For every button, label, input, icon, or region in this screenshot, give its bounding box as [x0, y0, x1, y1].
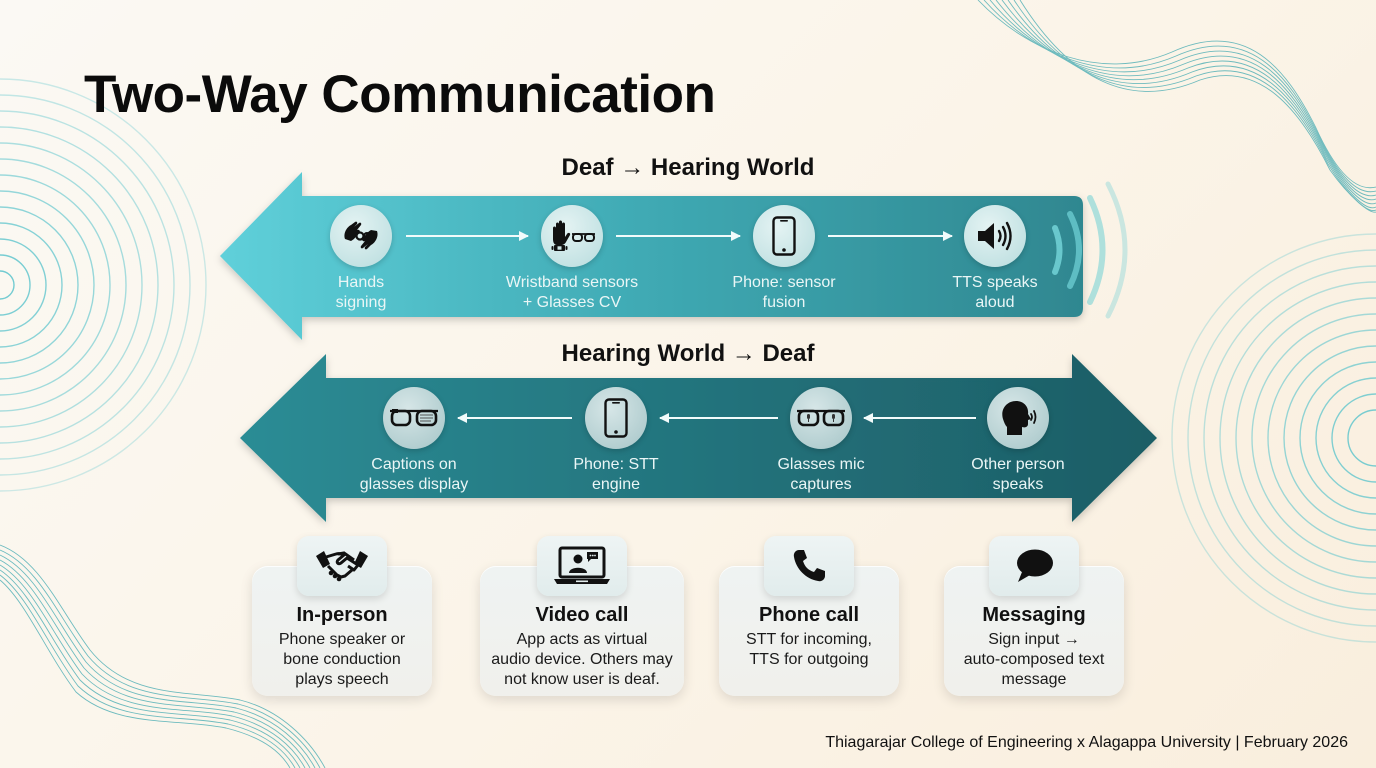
scenario-card-phone-call: Phone call STT for incoming, TTS for out… — [719, 536, 899, 696]
scenario-description: STT for incoming, TTS for outgoing — [746, 631, 872, 668]
caption-glasses-icon — [383, 387, 445, 449]
deaf-to-hearing-heading: Deaf → Hearing World — [561, 154, 815, 181]
scenario-card-video-call: Video call App acts as virtual audio dev… — [480, 536, 684, 696]
page-title: Two-Way Communication — [84, 65, 716, 124]
concentric-rings-left — [0, 78, 207, 492]
smartphone-icon — [585, 387, 647, 449]
scenario-card-messaging: Messaging Sign input → auto-composed tex… — [944, 536, 1124, 696]
handshake-icon — [297, 536, 387, 596]
speaking-head-icon — [987, 387, 1049, 449]
step-wristband-glasses: Wristband sensors+ Glasses CV — [477, 205, 667, 313]
glasses-mic-icon — [790, 387, 852, 449]
scenario-title: Messaging — [982, 604, 1086, 626]
speaker-volume-icon — [964, 205, 1026, 267]
speech-bubble-icon — [989, 536, 1079, 596]
scenario-description: App acts as virtual audio device. Others… — [491, 631, 673, 688]
wave-lines-top-right — [977, 0, 1376, 213]
scenario-description: Phone speaker or bone conduction plays s… — [278, 631, 406, 688]
scenario-title: Video call — [535, 604, 629, 626]
footer-credit: Thiagarajar College of Engineering x Ala… — [825, 734, 1348, 751]
scenario-title: In-person — [296, 604, 388, 626]
concentric-rings-right — [1171, 233, 1376, 643]
wristband-and-glasses-icon — [541, 205, 603, 267]
smartphone-icon — [753, 205, 815, 267]
sign-language-hands-icon — [330, 205, 392, 267]
scenario-card-in-person: In-person Phone speaker or bone conducti… — [252, 536, 432, 696]
scenario-title: Phone call — [758, 604, 860, 626]
scenario-description: Sign input → auto-composed text message — [963, 631, 1105, 688]
laptop-video-call-icon — [537, 536, 627, 596]
hearing-to-deaf-heading: Hearing World → Deaf — [561, 340, 815, 367]
phone-handset-icon — [764, 536, 854, 596]
